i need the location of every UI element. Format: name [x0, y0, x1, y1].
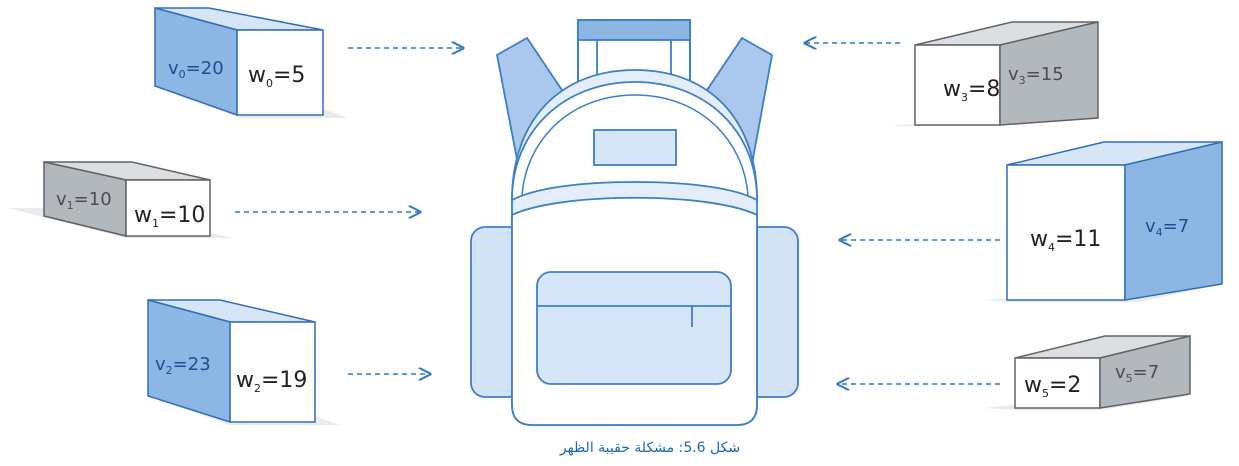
v5-label: v5=7 — [1115, 362, 1159, 385]
w5-label: w5=2 — [1024, 373, 1081, 400]
w4-label: w4=11 — [1030, 227, 1101, 254]
v0-label: v0=20 — [168, 58, 224, 81]
v3-label: v3=15 — [1008, 64, 1064, 87]
w0-label: w0=5 — [248, 63, 305, 90]
item-box-3: w3=8 v3=15 — [915, 22, 1098, 125]
w3-label: w3=8 — [943, 77, 1000, 104]
item-box-0: v0=20 w0=5 — [155, 8, 323, 115]
backpack-label-tag — [594, 130, 676, 165]
item-box-1: v1=10 w1=10 — [44, 162, 210, 236]
v2-label: v2=23 — [155, 354, 211, 377]
figure-caption: شكل 5.6: مشكلة حقيبة الظهر — [520, 440, 780, 456]
backpack-icon — [471, 20, 798, 425]
item-box-2: v2=23 w2=19 — [148, 300, 315, 422]
item-box-4: w4=11 v4=7 — [1007, 142, 1222, 300]
v4-label: v4=7 — [1145, 216, 1189, 239]
w1-label: w1=10 — [134, 203, 205, 230]
front-pocket — [537, 272, 731, 384]
v1-label: v1=10 — [56, 189, 112, 212]
w2-label: w2=19 — [236, 368, 307, 395]
item-box-5: w5=2 v5=7 — [1015, 336, 1190, 408]
